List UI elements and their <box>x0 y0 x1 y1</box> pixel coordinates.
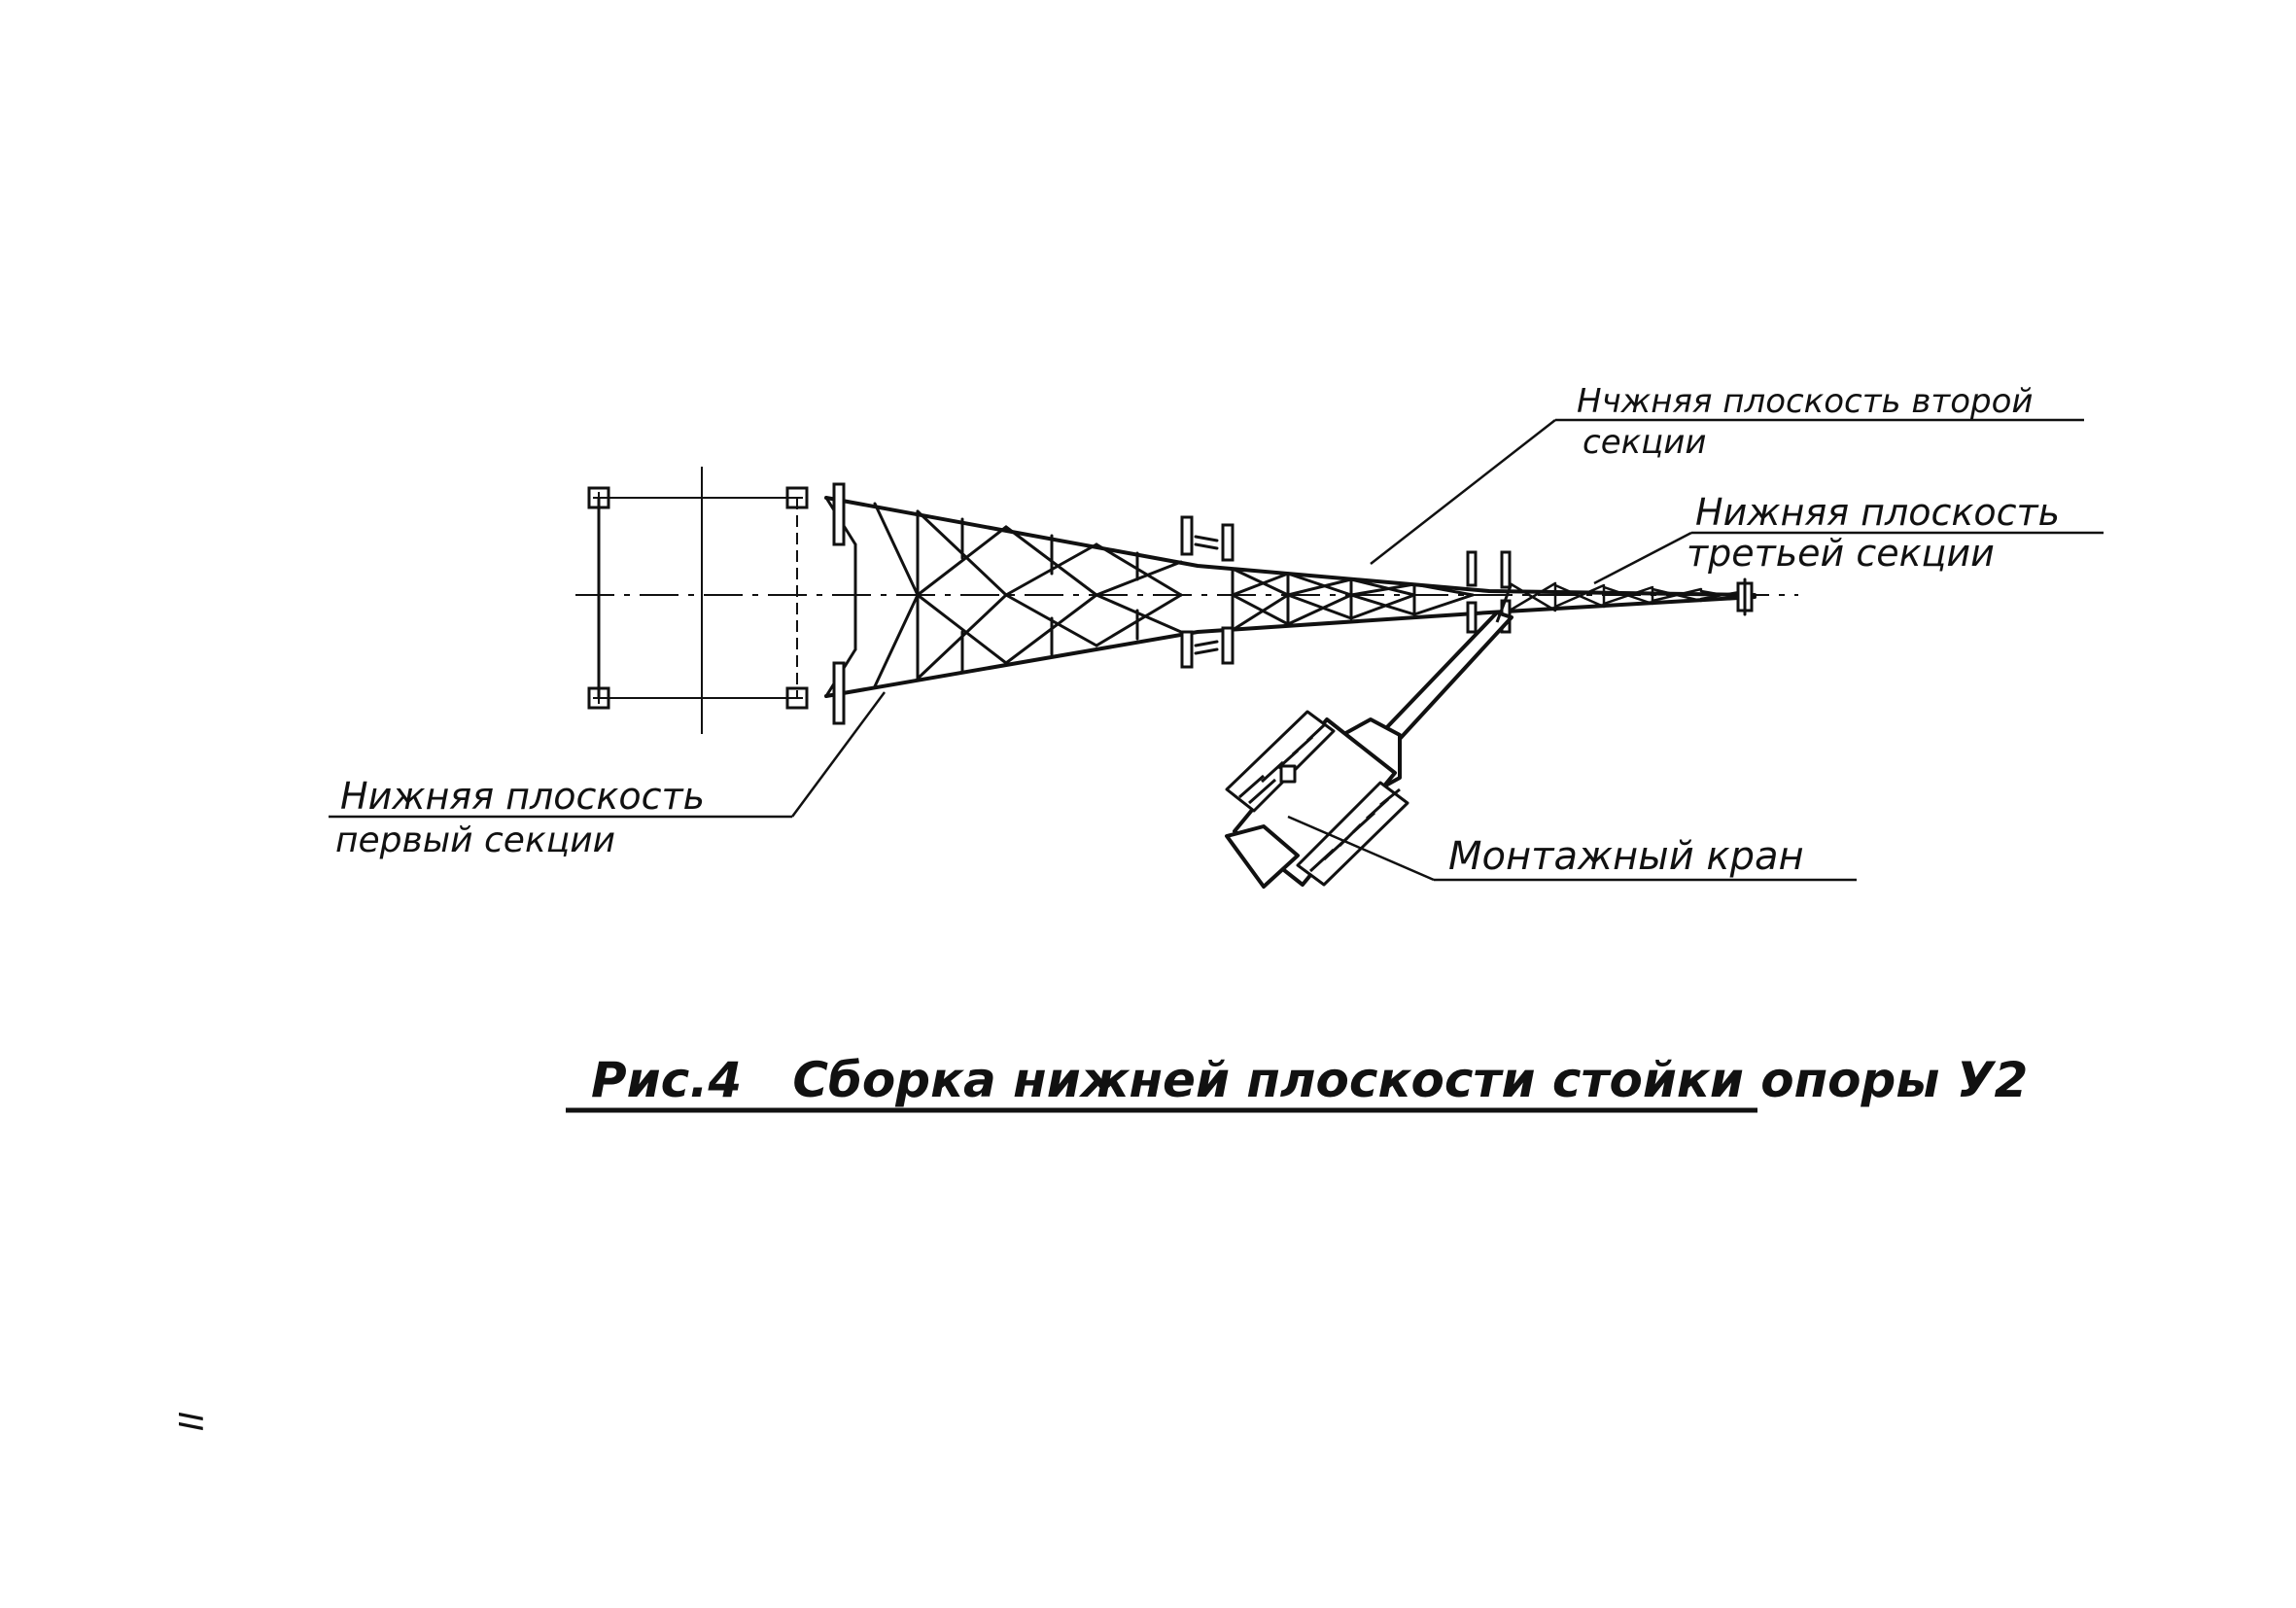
figure-caption: Рис.4 Сборка нижней плоскости стойки опо… <box>566 1052 2028 1113</box>
second-section-lattice <box>1231 567 1475 632</box>
footing-marker <box>587 686 610 710</box>
tower-lower-plane <box>824 482 1757 725</box>
second-section-label-line2: секции <box>1583 423 1706 462</box>
footing-marker <box>785 486 809 509</box>
crane-track <box>1296 781 1409 887</box>
base-plate <box>832 661 846 725</box>
leader-lines <box>329 418 2104 882</box>
first-section-label-line1: Нижняя плоскость <box>340 775 705 818</box>
caption-text: Рис.4 Сборка нижней плоскости стойки опо… <box>591 1052 2028 1108</box>
third-section-lattice <box>1508 581 1747 612</box>
page-number: II <box>170 1412 209 1431</box>
callout-third-section: Нижняя плоскость третьей секции <box>1687 491 2060 575</box>
second-section-label-line1: Нчжняя плоскость второй <box>1577 382 2034 421</box>
crane-boom <box>1383 611 1513 741</box>
first-section-label-line2: первый секции <box>335 821 615 860</box>
footing-marker <box>587 486 610 509</box>
callout-first-section: Нижняя плоскость первый секции <box>335 775 705 860</box>
callout-second-section: Нчжняя плоскость второй секции <box>1577 382 2034 462</box>
first-section-lattice <box>824 496 1183 698</box>
third-section-label-line2: третьей секции <box>1687 532 1995 575</box>
footing-marker <box>785 686 809 710</box>
crane-cab-window <box>1279 764 1297 784</box>
base-plate <box>832 482 846 546</box>
crane-drawing <box>1225 582 1513 889</box>
third-section-label-line1: Нижняя плоскость <box>1695 491 2060 534</box>
splice-joint <box>1180 515 1235 669</box>
tower-tip <box>1736 577 1754 616</box>
foundation-layout <box>575 467 1798 734</box>
callout-crane: Монтажный кран <box>1448 834 1804 879</box>
crane-label: Монтажный кран <box>1448 834 1804 879</box>
